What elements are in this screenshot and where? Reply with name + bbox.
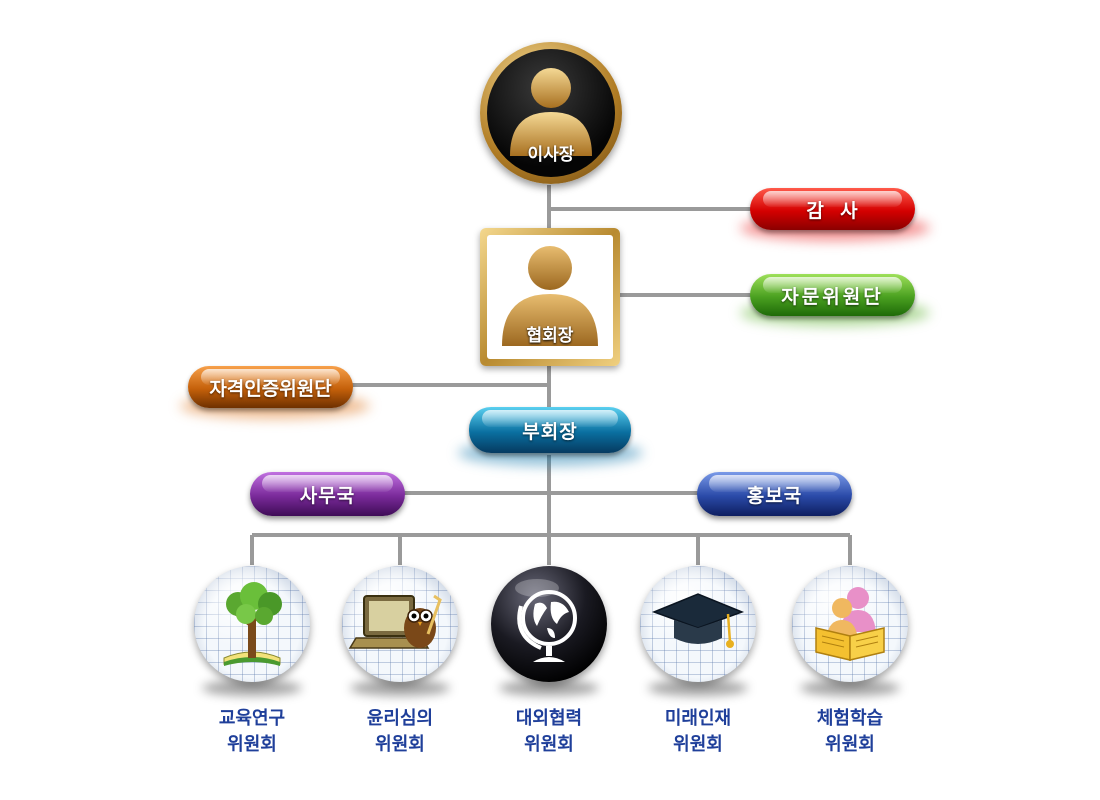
chairman-node: 이사장 [480,42,622,184]
person-icon [510,68,592,156]
pr-office-box: 홍보국 [697,472,852,516]
reading-children-icon [815,587,885,661]
committee-5-ball [792,566,908,682]
committee-2-ball [342,566,458,682]
advisory-label: 자문위원단 [781,285,884,308]
globe-icon [515,579,577,662]
committee-1-label: 교육연구 위원회 [218,708,286,755]
person-icon [502,246,598,346]
committee-3-ball [491,566,607,682]
committee-1-ball [194,566,310,682]
certification-label: 자격인증위원단 [209,377,332,400]
secretariat-box: 사무국 [250,472,405,516]
vice-president-box: 부회장 [469,407,631,453]
president-node: 협회장 [480,228,620,366]
owl-laptop-icon [348,594,442,649]
committee-4-label: 미래인재 위원회 [664,708,732,755]
committee-4-ball [640,566,756,682]
secretariat-label: 사무국 [299,484,356,507]
auditor-box: 감 사 [750,188,915,230]
vice-president-label: 부회장 [522,420,578,443]
tree-book-icon [223,582,282,666]
committee-2-label: 윤리심의 위원회 [366,708,434,755]
advisory-box: 자문위원단 [750,274,915,316]
auditor-label: 감 사 [806,199,859,222]
chairman-label: 이사장 [527,145,575,165]
certification-box: 자격인증위원단 [188,366,353,408]
president-label: 협회장 [526,326,574,346]
pr-office-label: 홍보국 [746,484,803,507]
committee-3-label: 대외협력 위원회 [515,708,583,755]
committee-5-label: 체험학습 위원회 [816,708,884,755]
graduation-cap-icon [651,593,745,648]
